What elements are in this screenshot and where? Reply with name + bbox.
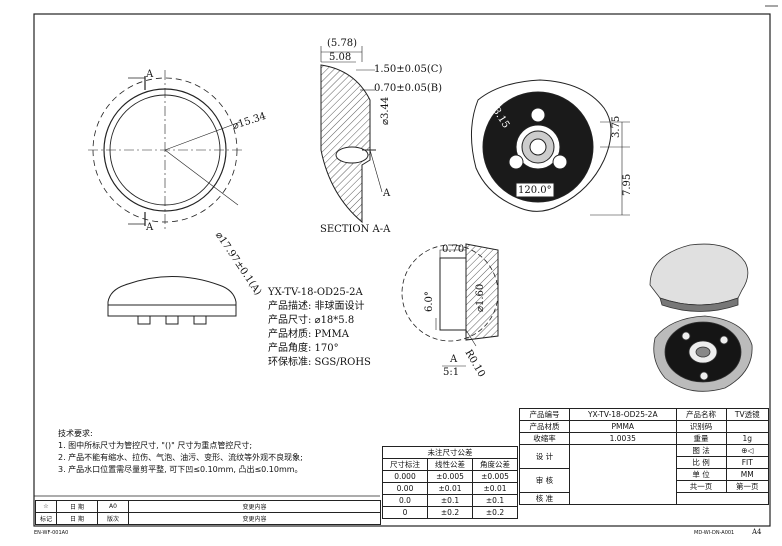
tb-value-unit: MM: [725, 468, 770, 481]
tb-value-shrink: 1.0035: [568, 432, 677, 445]
tolerance-table: 未注尺寸公差 尺寸标注 线性公差 角度公差 0.000 ±0.005 ±0.00…: [382, 446, 518, 519]
tb-value-id: [725, 420, 770, 433]
footer-left: EN-WF-001A0: [34, 530, 69, 536]
spec-angle: 产品角度: 170°: [268, 343, 339, 354]
tolerance-header-size: 尺寸标注: [382, 458, 428, 471]
tb-label-unit: 单 位: [675, 468, 727, 481]
note-3: 3. 产品水口位置需尽量剪平整, 可下凹≤0.10mm, 凸出≤0.10mm。: [58, 465, 303, 474]
note-2: 2. 产品不能有缩水、拉伤、气泡、油污、变形、流纹等外观不良现象;: [58, 453, 303, 462]
tb-label-id: 识别码: [675, 420, 727, 433]
table-row: 0.000 ±0.005 ±0.005: [382, 470, 518, 483]
table-row: 0 ±0.2 ±0.2: [382, 506, 518, 519]
detail-view: [401, 243, 499, 367]
tb-label-ratio: 比 例: [675, 456, 727, 469]
tolerance-header-angle: 角度公差: [472, 458, 518, 471]
section-marker-top: A: [146, 69, 154, 80]
tb-value-code: YX-TV-18-OD25-2A: [568, 408, 677, 421]
table-row: 0.00 ±0.01 ±0.01: [382, 482, 518, 495]
spec-desc: 产品描述: 非球面设计: [268, 301, 365, 312]
section-view: [320, 46, 383, 224]
section-marker: A: [383, 188, 391, 199]
tb-label-design: 设 计: [519, 444, 570, 469]
dim-578: (5.78): [327, 38, 358, 49]
tb-value-material: PMMA: [568, 420, 677, 433]
tb-value-method: ⊕◁: [725, 444, 770, 457]
product-spec: YX-TV-18-OD25-2A 产品描述: 非球面设计 产品尺寸: ⌀18*5…: [268, 286, 371, 370]
bottom-angle: 120.0°: [518, 185, 552, 196]
revision-table: ☆ 日 期 A0 变更内容 标记 日 期 版次 变更内容: [35, 500, 381, 525]
notes-title: 技术要求:: [58, 429, 93, 438]
detail-scale: 5:1: [443, 367, 460, 378]
spec-env: 环保标准: SGS/ROHS: [268, 357, 371, 368]
section-title: SECTION A-A: [320, 224, 391, 235]
detail-label: A: [450, 354, 458, 365]
section-marker-bottom: A: [146, 222, 154, 233]
table-row: 标记 日 期 版次 变更内容: [35, 512, 381, 525]
tolerance-header-linear: 线性公差: [427, 458, 473, 471]
tb-label-material: 产品材质: [519, 420, 570, 433]
tb-page: 第一页: [725, 480, 770, 493]
tb-label-code: 产品编号: [519, 408, 570, 421]
tb-value-ratio: FIT: [725, 456, 770, 469]
note-1: 1. 图中所标尺寸为管控尺寸, "()" 尺寸为重点管控尺寸;: [58, 441, 253, 450]
tb-label-name: 产品名称: [675, 408, 727, 421]
tb-blank: [675, 492, 770, 505]
top-view: [88, 70, 242, 230]
detail-angle: 6.0°: [424, 291, 435, 312]
detail-dim-070: 0.70: [442, 244, 465, 255]
footer-size: A4: [752, 528, 762, 536]
tb-label-shrink: 收缩率: [519, 432, 570, 445]
spec-model: YX-TV-18-OD25-2A: [268, 287, 363, 298]
spec-size: 产品尺寸: ⌀18*5.8: [268, 315, 355, 326]
tolerance-title: 未注尺寸公差: [382, 446, 518, 459]
bottom-view: [470, 79, 630, 216]
tb-label-weight: 重量: [675, 432, 727, 445]
dim-795: 7.95: [622, 173, 633, 196]
dim-070: 0.70±0.05(B): [374, 83, 443, 94]
technical-notes: 技术要求: 1. 图中所标尺寸为管控尺寸, "()" 尺寸为重点管控尺寸; 2.…: [58, 428, 303, 476]
dim-508: 5.08: [329, 52, 352, 63]
spec-material: 产品材质: PMMA: [268, 329, 349, 340]
title-block: 产品编号 YX-TV-18-OD25-2A 产品名称 TV透镜 产品材质 PMM…: [519, 408, 770, 505]
tb-tolerance-slot: [568, 444, 677, 505]
footer-right: MD-WI-DN-A001: [694, 530, 735, 536]
tb-pages: 共一页: [675, 480, 727, 493]
render-bottom: [653, 315, 753, 392]
dim-344: ⌀3.44: [380, 96, 391, 125]
side-view: [107, 276, 237, 325]
dim-375: 3.75: [611, 115, 622, 138]
tb-label-approve: 核 准: [519, 492, 570, 505]
tb-label-review: 审 核: [519, 468, 570, 493]
detail-dia: ⌀1.60: [475, 283, 486, 312]
tb-value-name: TV透镜: [725, 408, 770, 421]
tb-label-method: 图 法: [675, 444, 727, 457]
tb-value-weight: 1g: [725, 432, 770, 445]
dim-150: 1.50±0.05(C): [374, 64, 443, 75]
table-row: ☆ 日 期 A0 变更内容: [35, 500, 381, 513]
border-frame: [33, 13, 771, 527]
render-top: [649, 243, 749, 312]
table-row: 0.0 ±0.1 ±0.1: [382, 494, 518, 507]
